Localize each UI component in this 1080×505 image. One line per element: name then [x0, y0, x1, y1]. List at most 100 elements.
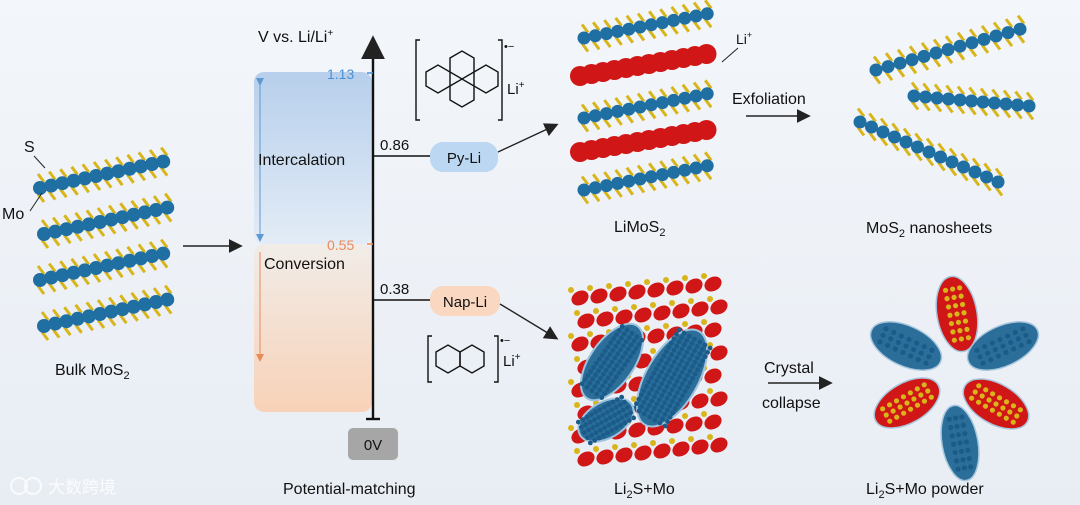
s-atom: [681, 102, 690, 113]
mo-atom: [613, 425, 619, 431]
mo-atom: [594, 360, 599, 366]
mo-atom: [672, 394, 678, 400]
mo-atom: [662, 388, 667, 394]
li2s-mo-powder: [869, 275, 1040, 482]
mo-atom: [631, 338, 637, 344]
atom: [880, 406, 886, 412]
mo-atom: [616, 370, 622, 376]
s-atom: [937, 142, 946, 153]
mo-atom: [641, 399, 647, 405]
li2s-unit: [571, 336, 589, 352]
mo-atom: [115, 210, 130, 225]
atom: [948, 424, 954, 431]
mo-atom: [156, 154, 171, 169]
s-atom: [152, 307, 162, 317]
mo-atom: [593, 372, 599, 378]
s-atom: [659, 107, 668, 117]
mo-atom: [633, 20, 647, 34]
mo-atom: [670, 410, 675, 416]
mo-atom: [682, 365, 688, 371]
mo-atom: [579, 381, 585, 387]
mo-atom: [77, 263, 92, 278]
s-atom: [159, 258, 169, 269]
mo-atom: [599, 179, 613, 193]
mo-atom: [654, 401, 660, 407]
mo-atom: [651, 382, 657, 388]
s-atom: [992, 21, 1002, 32]
s-atom: [650, 440, 656, 446]
zero-volt-badge: [348, 428, 398, 460]
mo-atom: [622, 22, 636, 36]
s-atom: [625, 281, 631, 287]
s-atom: [107, 316, 117, 327]
s-atom: [681, 83, 690, 94]
nap-li-label: Nap-Li: [443, 294, 487, 311]
mo-atom: [674, 390, 680, 396]
s-atom: [603, 99, 612, 109]
atom: [877, 339, 883, 345]
s-atom: [52, 236, 61, 247]
mos2-layer: [907, 81, 1036, 121]
atom: [965, 447, 971, 453]
s-atom: [148, 169, 158, 179]
li2s-unit: [710, 299, 728, 315]
limos2-li-label: Li+: [736, 30, 752, 47]
s-atom: [152, 215, 162, 225]
li-layer: [570, 44, 717, 86]
py-to-limos2-arrow: [497, 123, 559, 153]
mo-atom: [659, 357, 664, 363]
s-atom: [568, 333, 574, 339]
mo-atom: [682, 377, 688, 383]
naphthalene-molecule: [427, 335, 499, 383]
mo-atom: [602, 391, 608, 396]
mo-atom: [59, 222, 74, 237]
li2s-mo-caption: Li2S+Mo: [614, 481, 675, 501]
mo-atom: [674, 355, 680, 361]
s-atom: [119, 202, 128, 213]
mo-atom: [100, 258, 115, 273]
powder-caption: Li2S+Mo powder: [866, 481, 984, 501]
s-atom: [574, 310, 580, 316]
mo-atom: [700, 87, 714, 101]
tick-label-1-13: 1.13: [327, 66, 354, 82]
mo-atom: [674, 366, 680, 372]
atom: [883, 412, 889, 418]
mo-atom: [672, 406, 678, 412]
s-atom: [81, 183, 91, 194]
s-atom: [103, 270, 113, 281]
mo-atom: [630, 350, 636, 355]
s-atom: [81, 255, 91, 266]
s-atom: [85, 321, 95, 332]
mo-atom: [664, 384, 670, 390]
s-atom: [688, 436, 694, 442]
mo-atom: [604, 409, 610, 415]
mo-atom: [584, 384, 590, 390]
mo-atom: [692, 371, 698, 377]
mo-atom: [623, 339, 629, 344]
s-atom: [971, 176, 981, 187]
s-atom: [948, 166, 958, 177]
li2s-unit: [691, 439, 709, 455]
s-atom: [592, 120, 601, 131]
mo-atom: [684, 349, 690, 355]
s-atom: [636, 92, 646, 103]
mo-atom: [611, 176, 625, 190]
mo-atom: [677, 385, 683, 391]
atom: [953, 415, 959, 421]
atom: [890, 408, 896, 414]
mo-atom: [615, 417, 621, 423]
s-atom: [980, 24, 990, 35]
mo-atom: [611, 336, 617, 342]
mo-atom: [639, 392, 644, 398]
s-atom: [148, 261, 158, 271]
s-atom: [920, 61, 930, 71]
mo-atom: [605, 375, 611, 381]
mos2-layer: [577, 0, 714, 53]
mo-atom: [646, 391, 652, 397]
mo-atom: [586, 427, 592, 433]
mo-atom: [599, 395, 605, 400]
s-atom: [631, 396, 637, 402]
mo-atom: [689, 352, 695, 358]
s-atom: [103, 178, 113, 189]
mo-atom: [655, 168, 669, 182]
